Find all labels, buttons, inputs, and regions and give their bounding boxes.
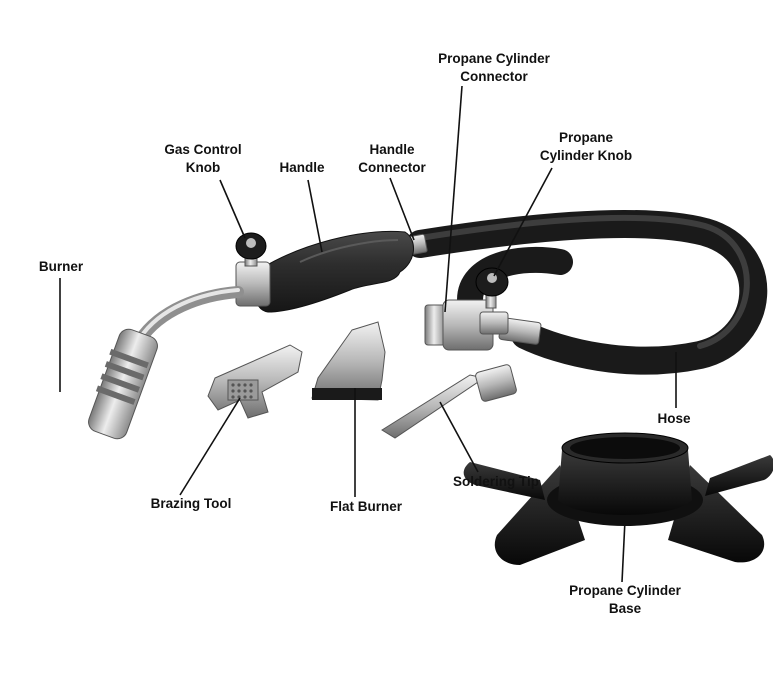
label-line: Brazing Tool [150,496,232,511]
label-line: Propane Cylinder [438,51,550,66]
label-handle-connector: Handle Connector [344,141,440,177]
burner-tube [134,286,244,346]
burner [88,328,158,440]
label-hose: Hose [644,410,704,428]
label-line: Handle [279,160,325,175]
torch-handle [253,230,414,313]
label-propane-cylinder-knob: Propane Cylinder Knob [528,129,644,165]
gas-control-knob [235,232,267,267]
leader-soldering-tip [439,401,479,473]
label-line: Cylinder Knob [539,148,633,163]
label-handle: Handle [266,159,338,177]
leader-lines [59,85,677,583]
label-line: Gas Control [164,142,242,157]
label-line: Base [608,601,642,616]
label-line: Propane [558,130,613,145]
soldering-tip [381,364,517,439]
label-gas-control-knob: Gas Control Knob [150,141,256,177]
leader-brazing-tool [179,397,241,496]
propane-cylinder-base [463,432,773,565]
label-soldering-tip: Soldering Tip [440,473,552,491]
label-line: Propane Cylinder [569,583,681,598]
label-line: Knob [185,160,221,175]
propane-cylinder-connector [424,299,509,351]
label-flat-burner: Flat Burner [316,498,416,516]
leader-propane-cylinder-connector [444,85,463,313]
label-line: Flat Burner [329,499,402,514]
label-brazing-tool: Brazing Tool [136,495,246,513]
brazing-tool [207,344,303,419]
label-line: Connector [460,69,528,84]
gas-valve-body [235,261,271,307]
leader-handle [307,179,323,253]
label-propane-cylinder-base: Propane Cylinder Base [552,582,698,618]
label-burner: Burner [26,258,96,276]
leader-propane-cylinder-knob [493,167,553,277]
label-line: Handle [369,142,415,157]
label-propane-cylinder-connector: Propane Cylinder Connector [424,50,564,86]
leader-handle-connector [389,177,415,241]
label-line: Connector [358,160,426,175]
label-line: Burner [38,259,84,274]
flat-burner [311,321,386,401]
label-line: Soldering Tip [452,474,539,489]
label-line: Hose [657,411,691,426]
leader-propane-cylinder-base [621,519,626,583]
leader-gas-control-knob [219,179,246,239]
propane-cylinder-knob [475,267,509,309]
